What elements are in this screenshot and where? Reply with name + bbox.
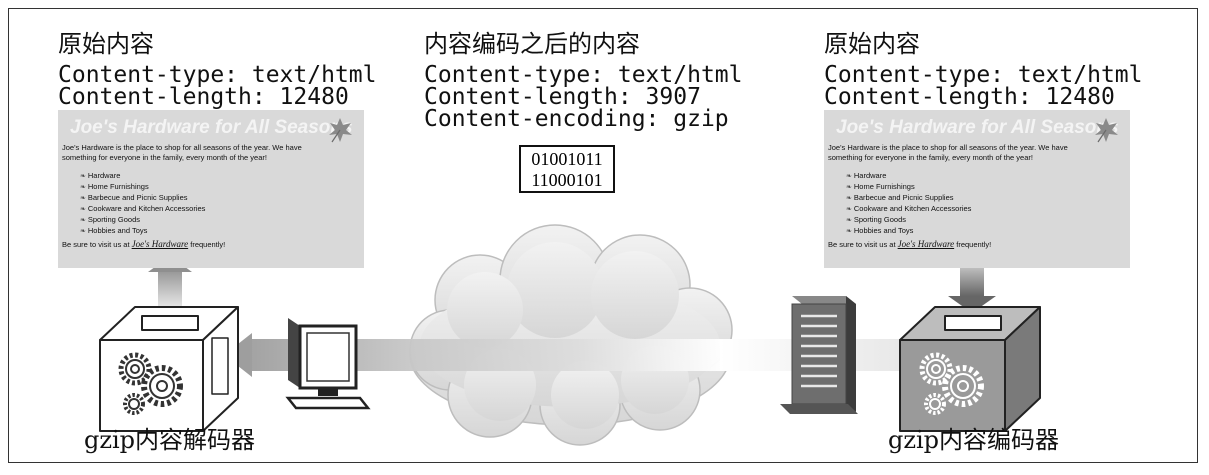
list-item: Sporting Goods xyxy=(80,215,205,226)
page-footer: Be sure to visit us at Joe's Hardware fr… xyxy=(62,239,225,249)
leaf-icon xyxy=(329,118,352,143)
footer-prefix: Be sure to visit us at xyxy=(62,240,130,249)
binary-line: 11000101 xyxy=(531,170,603,190)
footer-prefix: Be sure to visit us at xyxy=(828,240,896,249)
list-item: Hardware xyxy=(846,171,971,182)
middle-header-line: Content-length: 3907 xyxy=(424,84,701,110)
left-header-line: Content-type: text/html xyxy=(58,62,377,88)
page-footer: Be sure to visit us at Joe's Hardware fr… xyxy=(828,239,991,249)
page-item-list: Hardware Home Furnishings Barbecue and P… xyxy=(846,171,972,237)
middle-header-line: Content-encoding: gzip xyxy=(424,106,729,132)
page-item-list: Hardware Home Furnishings Barbecue and P… xyxy=(80,171,206,237)
web-page-preview-decoded: Joe's Hardware for All Seasons Joe's Har… xyxy=(824,110,1130,268)
footer-link[interactable]: Joe's Hardware xyxy=(897,239,955,249)
decoder-label: gzip内容解码器 xyxy=(84,426,256,454)
list-item: Home Furnishings xyxy=(846,182,971,193)
gear-icon xyxy=(118,352,183,415)
middle-header-line: Content-type: text/html xyxy=(424,62,743,88)
binary-line: 01001011 xyxy=(531,149,603,169)
list-item: Cookware and Kitchen Accessories xyxy=(80,204,206,215)
gear-icon xyxy=(919,352,984,415)
footer-suffix: frequently! xyxy=(956,240,992,249)
page-intro: Joe's Hardware is the place to shop for … xyxy=(828,143,1068,162)
left-header-line: Content-length: 12480 xyxy=(58,84,349,110)
page-intro: Joe's Hardware is the place to shop for … xyxy=(62,143,302,162)
right-heading: 原始内容 xyxy=(824,30,920,58)
list-item: Cookware and Kitchen Accessories xyxy=(846,204,972,215)
server-tower-icon xyxy=(780,296,858,414)
computer-monitor-icon xyxy=(285,318,371,410)
list-item: Hobbies and Toys xyxy=(846,226,971,237)
list-item: Home Furnishings xyxy=(80,182,205,193)
footer-link[interactable]: Joe's Hardware xyxy=(131,239,189,249)
web-page-preview-original: Joe's Hardware for All Seasons Joe's Har… xyxy=(58,110,364,268)
down-arrow-icon xyxy=(948,262,996,313)
footer-suffix: frequently! xyxy=(190,240,226,249)
encoder-label: gzip内容编码器 xyxy=(888,426,1060,454)
right-header-line: Content-length: 12480 xyxy=(824,84,1115,110)
page-title: Joe's Hardware for All Seasons xyxy=(836,117,1119,138)
cloud-icon xyxy=(409,224,733,446)
page-title: Joe's Hardware for All Seasons xyxy=(70,117,353,138)
list-item: Sporting Goods xyxy=(846,215,971,226)
list-item: Barbecue and Picnic Supplies xyxy=(80,193,205,204)
leaf-icon xyxy=(1095,118,1118,143)
list-item: Hardware xyxy=(80,171,205,182)
middle-heading: 内容编码之后的内容 xyxy=(424,30,640,58)
list-item: Hobbies and Toys xyxy=(80,226,205,237)
encoded-binary-box: 01001011 11000101 xyxy=(519,145,615,193)
encoder-box xyxy=(899,306,1041,432)
right-header-line: Content-type: text/html xyxy=(824,62,1143,88)
list-item: Barbecue and Picnic Supplies xyxy=(846,193,971,204)
left-heading: 原始内容 xyxy=(58,30,154,58)
